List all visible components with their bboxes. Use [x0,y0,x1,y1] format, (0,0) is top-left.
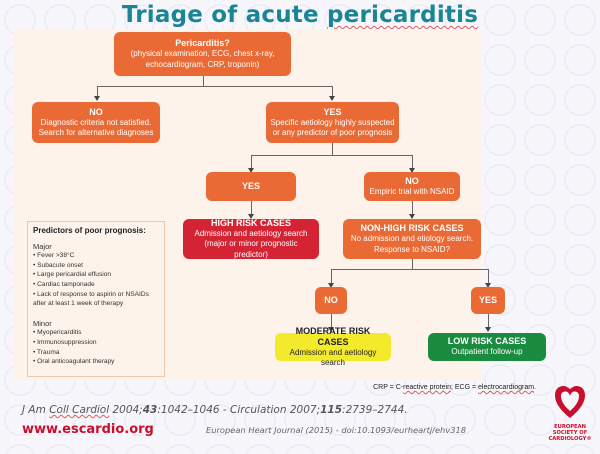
box-text: Specific aetiology highly suspected or a… [270,117,395,138]
major-predictors-list: Fever >38°C Subacute onset Large pericar… [33,251,159,309]
arrow-icon [248,168,254,173]
title-text: Triage of acute [121,2,327,28]
connector [332,143,333,155]
box-text: No admission and etiology search. Respon… [350,234,474,254]
arrow-icon [409,214,415,219]
connector [97,86,98,97]
connector [412,201,413,215]
logo-text-3: CARDIOLOGY® [548,436,592,442]
box-heading: NO [405,175,419,186]
box-heading: NON-HIGH RISK CASES [360,223,464,233]
arrow-icon [248,214,254,219]
box-text: Outpatient follow-up [451,347,523,357]
box-no-empiric-trial: NO Empiric trial with NSAID [364,172,460,201]
box-yes-specific-aetiology: YES Specific aetiology highly suspected … [266,102,399,143]
box-no-response: NO [315,287,347,314]
box-heading: YES [323,106,342,117]
connector [332,86,333,97]
box-moderate-risk-cases: MODERATE RISK CASES Admission and aetiol… [275,326,391,367]
predictor-item: Subacute onset [33,261,159,271]
box-low-risk-cases: LOW RISK CASES Outpatient follow-up [428,333,546,361]
box-text: Admission and aetiology search [289,347,377,368]
predictor-item: Immunosuppression [33,338,159,348]
major-label: Major [33,241,52,251]
citation: J Am Coll Cardiol 2004;43:1042–1046 - Ci… [22,404,408,416]
title-keyword: pericarditis [327,2,479,28]
connector [331,314,332,328]
escardio-link[interactable]: www.escardio.org [22,422,154,437]
connector [203,76,204,86]
box-heading: NO [89,106,103,117]
box-yes: YES [206,172,296,201]
box-no-diagnostic: NO Diagnostic criteria not satisfied. Se… [32,102,160,143]
box-high-risk-cases: HIGH RISK CASES Admission and aetiology … [183,217,319,259]
connector [251,155,252,169]
arrow-icon [329,96,335,101]
connector [97,86,333,87]
predictor-item: Trauma [33,348,159,358]
connector [251,155,413,156]
box-non-high-risk-cases: NON-HIGH RISK CASES No admission and eti… [343,219,481,259]
logo-text-2: SOCIETY OF [552,430,588,436]
abbreviations-note: CRP = C-reactive protein; ECG = electroc… [373,384,536,391]
box-heading: YES [241,181,260,191]
box-heading: YES [478,295,497,305]
box-heading: NO [324,295,338,305]
connector [331,269,332,284]
predictor-item: Lack of response to aspirin or NSAIDs af… [33,290,159,309]
predictor-item: Oral anticoagulant therapy [33,357,159,367]
doi-reference: European Heart Journal (2015) - doi:10.1… [206,425,467,435]
esc-logo: EUROPEAN SOCIETY OF CARDIOLOGY® [542,384,598,450]
page-title: Triage of acute pericarditis [0,2,600,28]
arrow-icon [94,96,100,101]
predictor-item: Large pericardial effusion [33,270,159,280]
arrow-icon [328,283,334,288]
box-text: Diagnostic criteria not satisfied. Searc… [38,117,154,138]
arrow-icon [409,168,415,173]
heart-logo-icon [555,386,585,418]
arrow-icon [328,327,334,332]
box-heading: HIGH RISK CASES [210,217,291,228]
box-heading: MODERATE RISK CASES [295,325,371,347]
logo-text-1: EUROPEAN [554,424,586,430]
connector [488,269,489,284]
box-yes-response: YES [471,287,505,314]
connector [412,259,413,269]
box-heading: LOW RISK CASES [447,336,527,347]
box-text: Admission and aetiology search (major or… [194,228,308,259]
predictors-heading: Predictors of poor prognosis: [33,226,146,235]
connector [251,201,252,215]
connector [412,155,413,169]
minor-label: Minor [33,318,52,328]
predictors-legend: Predictors of poor prognosis: Major Feve… [27,221,165,377]
connector [488,314,489,328]
predictor-item: Cardiac tamponade [33,280,159,290]
box-text: (physical examination, ECG, chest x-ray,… [130,49,275,69]
arrow-icon [485,327,491,332]
minor-predictors-list: Myopericarditis Immunosuppression Trauma… [33,328,159,366]
predictor-item: Fever >38°C [33,251,159,261]
predictor-item: Myopericarditis [33,328,159,338]
start-box-pericarditis: Pericarditis? (physical examination, ECG… [114,32,291,76]
box-text: Empiric trial with NSAID [369,186,455,196]
connector [331,269,489,270]
arrow-icon [485,283,491,288]
box-heading: Pericarditis? [175,38,230,48]
